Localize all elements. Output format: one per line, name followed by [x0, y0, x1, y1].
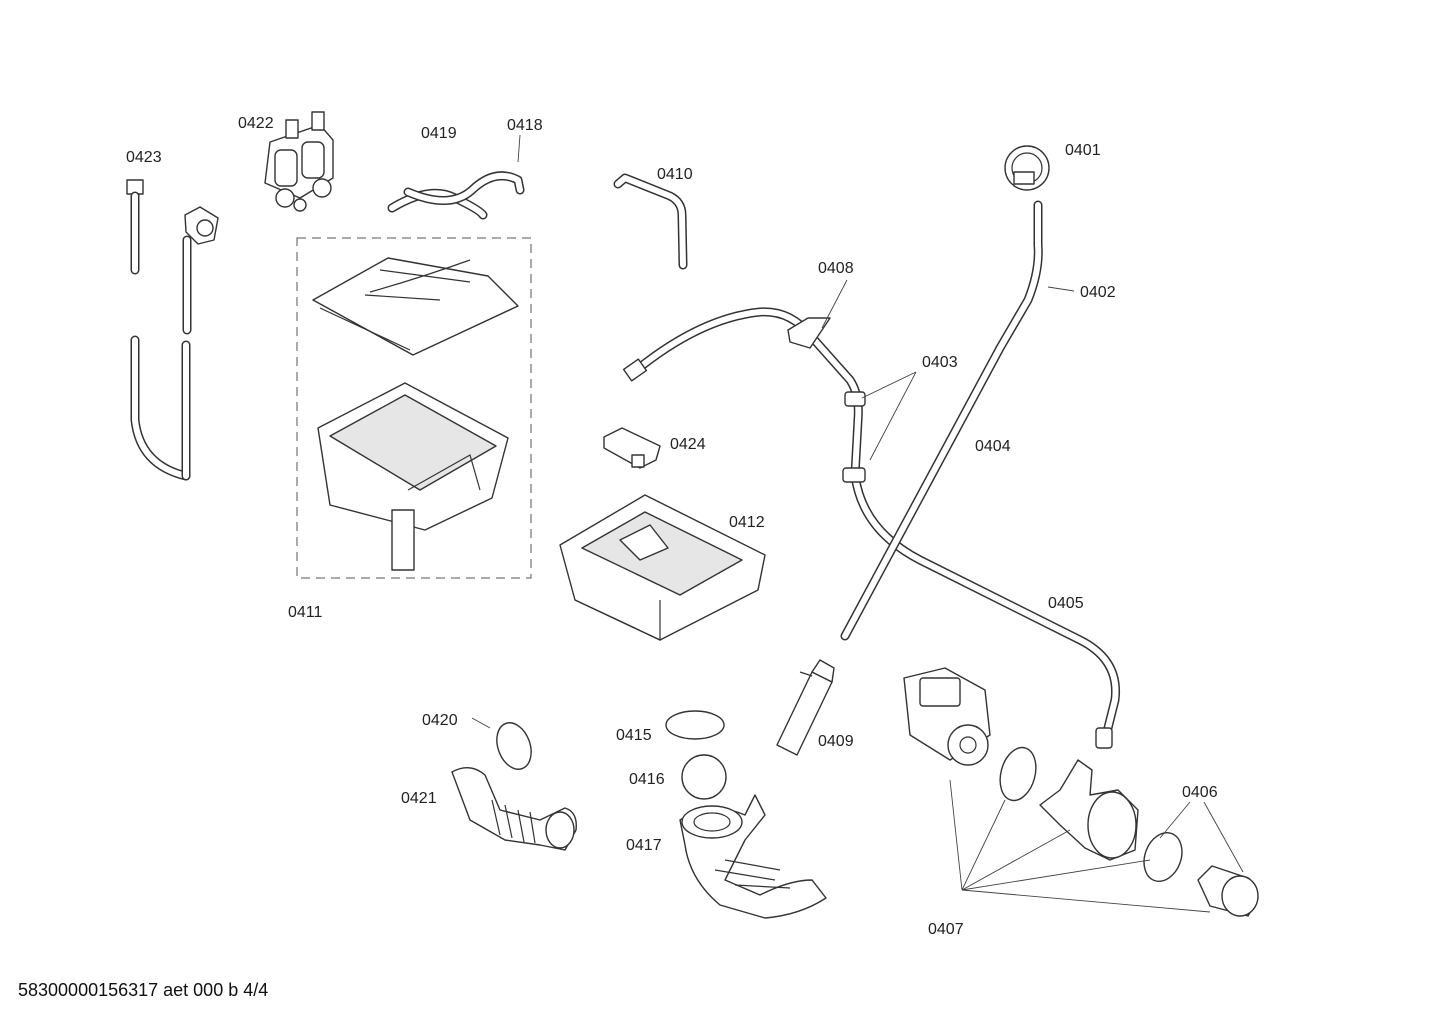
- part-label-0419: 0419: [421, 125, 457, 142]
- part-label-0416: 0416: [629, 771, 665, 788]
- part-label-0418: 0418: [507, 117, 543, 134]
- tub-hose-parts: [451, 722, 577, 851]
- pressure-switch-part: [840, 145, 1050, 641]
- part-label-0423: 0423: [126, 149, 162, 166]
- part-label-0422: 0422: [238, 115, 274, 132]
- part-label-0420: 0420: [422, 712, 458, 729]
- part-label-0415: 0415: [616, 727, 652, 744]
- document-reference: 58300000156317 aet 000 b 4/4: [18, 980, 269, 1000]
- part-label-0411: 0411: [288, 604, 323, 621]
- part-label-0403: 0403: [922, 354, 958, 371]
- part-label-0410: 0410: [657, 166, 693, 183]
- part-label-0407: 0407: [928, 921, 964, 938]
- small-canister-part: [776, 659, 835, 756]
- sump-parts: [665, 710, 827, 919]
- part-label-0409: 0409: [818, 733, 854, 750]
- part-label-0412: 0412: [729, 514, 765, 531]
- part-label-0406: 0406: [1182, 784, 1218, 801]
- detergent-drawer-part: [559, 494, 766, 641]
- part-label-0401: 0401: [1065, 142, 1101, 159]
- hose-assembly-part: [622, 307, 1121, 749]
- drain-pump-part: [903, 667, 1259, 917]
- part-label-0417: 0417: [626, 837, 662, 854]
- part-label-0424: 0424: [670, 436, 706, 453]
- part-label-0402: 0402: [1080, 284, 1116, 301]
- part-label-0404: 0404: [975, 438, 1011, 455]
- leader-lines: [471, 134, 1244, 913]
- part-label-0408: 0408: [818, 260, 854, 277]
- inlet-hose-part: [126, 179, 219, 481]
- clip-part: [603, 427, 661, 469]
- part-label-0421: 0421: [401, 790, 437, 807]
- part-label-0405: 0405: [1048, 595, 1084, 612]
- inlet-valve-part: [264, 111, 334, 212]
- dispenser-assembly-part: [296, 237, 532, 579]
- bent-tube-part: [613, 173, 688, 270]
- connecting-hoses-part: [387, 171, 525, 220]
